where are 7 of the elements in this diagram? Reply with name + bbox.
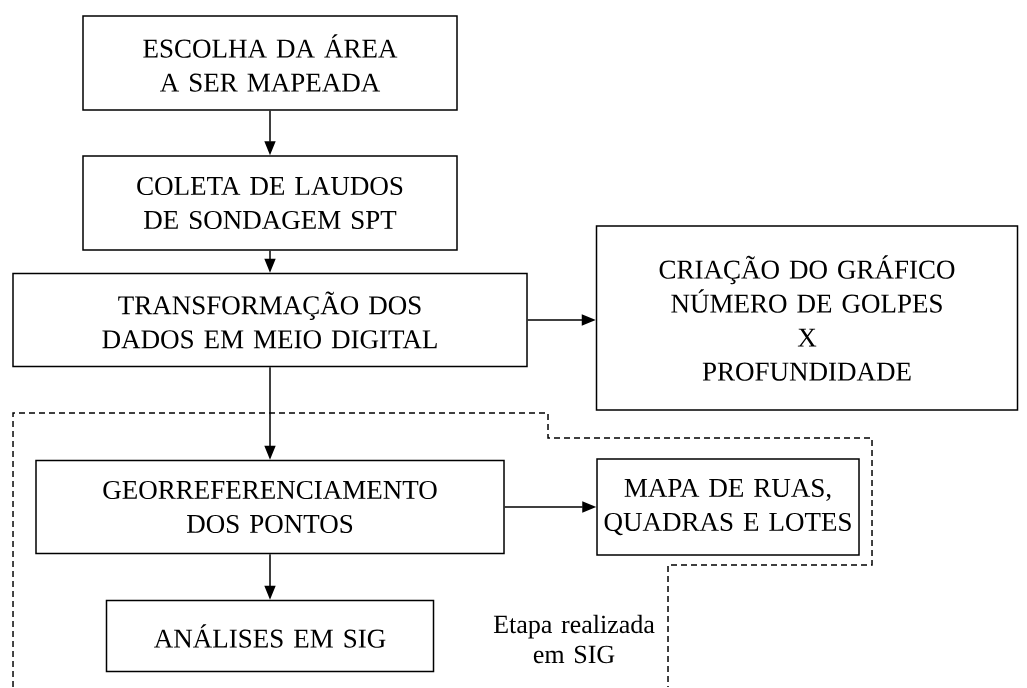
process-box: CRIAÇÃO DO GRÁFICO NÚMERO DE GOLPES X PROFUNDIDADE (595, 225, 1019, 411)
process-box: TRANSFORMAÇÃO DOS DADOS EM MEIO DIGITAL (12, 272, 528, 368)
process-box: GEORREFERENCIAMENTO DOS PONTOS (35, 459, 505, 555)
process-box: COLETA DE LAUDOS DE SONDAGEM SPT (82, 155, 458, 251)
process-box: ANÁLISES EM SIG (105, 599, 435, 673)
process-box: ESCOLHA DA ÁREA A SER MAPEADA (82, 15, 458, 111)
process-box: MAPA DE RUAS, QUADRAS E LOTES (596, 458, 860, 556)
